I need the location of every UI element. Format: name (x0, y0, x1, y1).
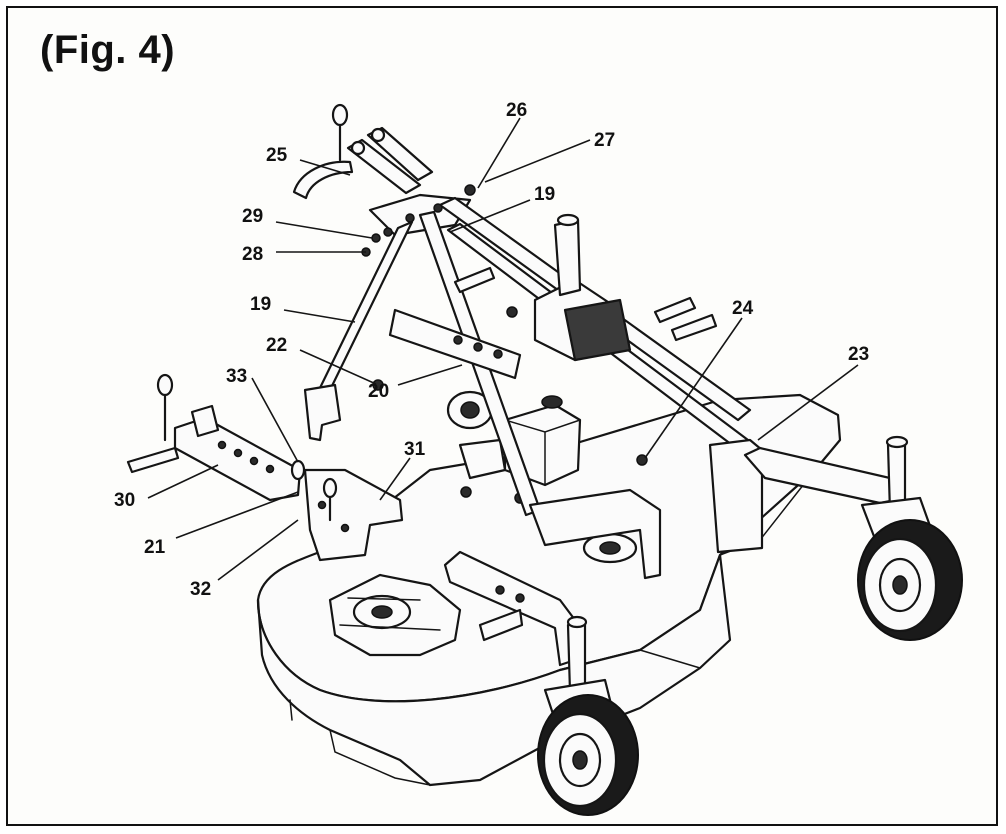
callout-21: 21 (144, 537, 166, 558)
figure-title: (Fig. 4) (40, 28, 176, 72)
rear-caster-wheel (857, 519, 963, 641)
callout-22: 22 (266, 335, 287, 356)
mower-deck (256, 393, 842, 787)
callout-24: 24 (732, 298, 754, 319)
left-hitch-assembly (126, 373, 404, 562)
callout-33: 33 (226, 366, 247, 387)
callout-29: 29 (242, 206, 263, 227)
callout-19-left: 19 (250, 294, 271, 315)
callout-31: 31 (404, 439, 426, 460)
callout-23: 23 (848, 344, 869, 365)
callout-20: 20 (368, 381, 389, 402)
callout-25: 25 (266, 145, 288, 166)
front-caster-wheel (537, 678, 639, 816)
callout-19-top: 19 (534, 184, 555, 205)
callout-27: 27 (594, 130, 615, 151)
leader-lines (147, 117, 859, 581)
callout-28: 28 (242, 244, 263, 265)
a-frame-linkage (303, 193, 764, 580)
callout-26: 26 (506, 100, 527, 121)
callout-32: 32 (190, 579, 211, 600)
callout-30: 30 (114, 490, 135, 511)
callout-labels: 25 26 27 29 28 19 19 24 22 23 33 20 31 3… (114, 100, 869, 600)
top-hitch-assembly (292, 103, 476, 257)
